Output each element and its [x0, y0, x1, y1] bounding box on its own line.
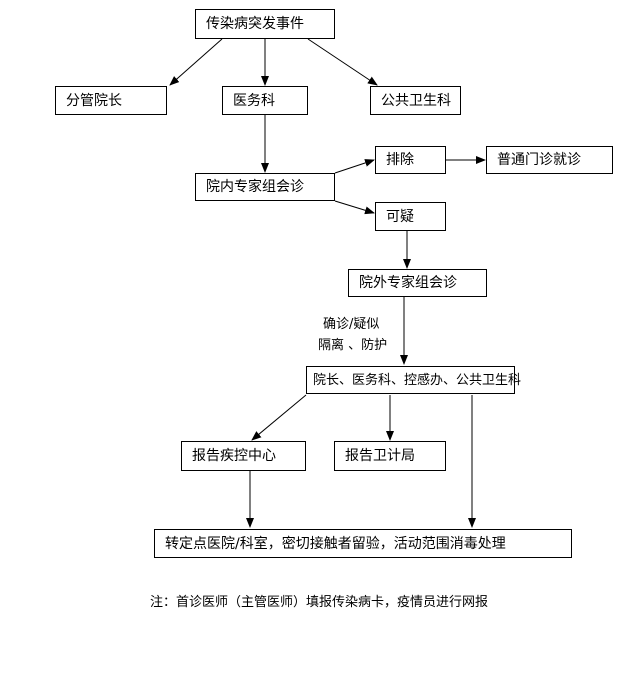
node-report-cdc: 报告疾控中心 — [181, 441, 306, 471]
node-event: 传染病突发事件 — [195, 9, 335, 39]
node-exclude: 排除 — [375, 146, 446, 174]
label-isolation: 隔离 、防护 — [318, 338, 388, 353]
arrow-event-to-dept-head — [169, 38, 223, 86]
arrow-joint-to-cdc — [251, 394, 307, 441]
arrow-event-to-public-health — [307, 38, 378, 86]
node-suspect: 可疑 — [375, 202, 446, 231]
footnote: 注：首诊医师（主管医师）填报传染病卡，疫情员进行网报 — [150, 595, 489, 610]
node-outpatient: 普通门诊就诊 — [486, 146, 613, 174]
node-external-consult: 院外专家组会诊 — [348, 269, 487, 297]
label-confirm-suspect: 确诊/疑似 — [323, 317, 380, 332]
node-report-health-bureau: 报告卫计局 — [334, 441, 446, 471]
node-joint-notify: 院长、医务科、控感办、公共卫生科 — [306, 366, 521, 394]
node-medical-affairs: 医务科 — [222, 86, 308, 115]
arrow-internal-to-exclude — [334, 159, 375, 174]
node-transfer: 转定点医院/科室，密切接触者留验，活动范围消毒处理 — [154, 529, 572, 558]
node-public-health: 公共卫生科 — [370, 86, 461, 115]
arrow-internal-to-suspect — [334, 200, 375, 215]
node-internal-consult: 院内专家组会诊 — [195, 173, 335, 201]
node-dept-head: 分管院长 — [55, 86, 167, 115]
